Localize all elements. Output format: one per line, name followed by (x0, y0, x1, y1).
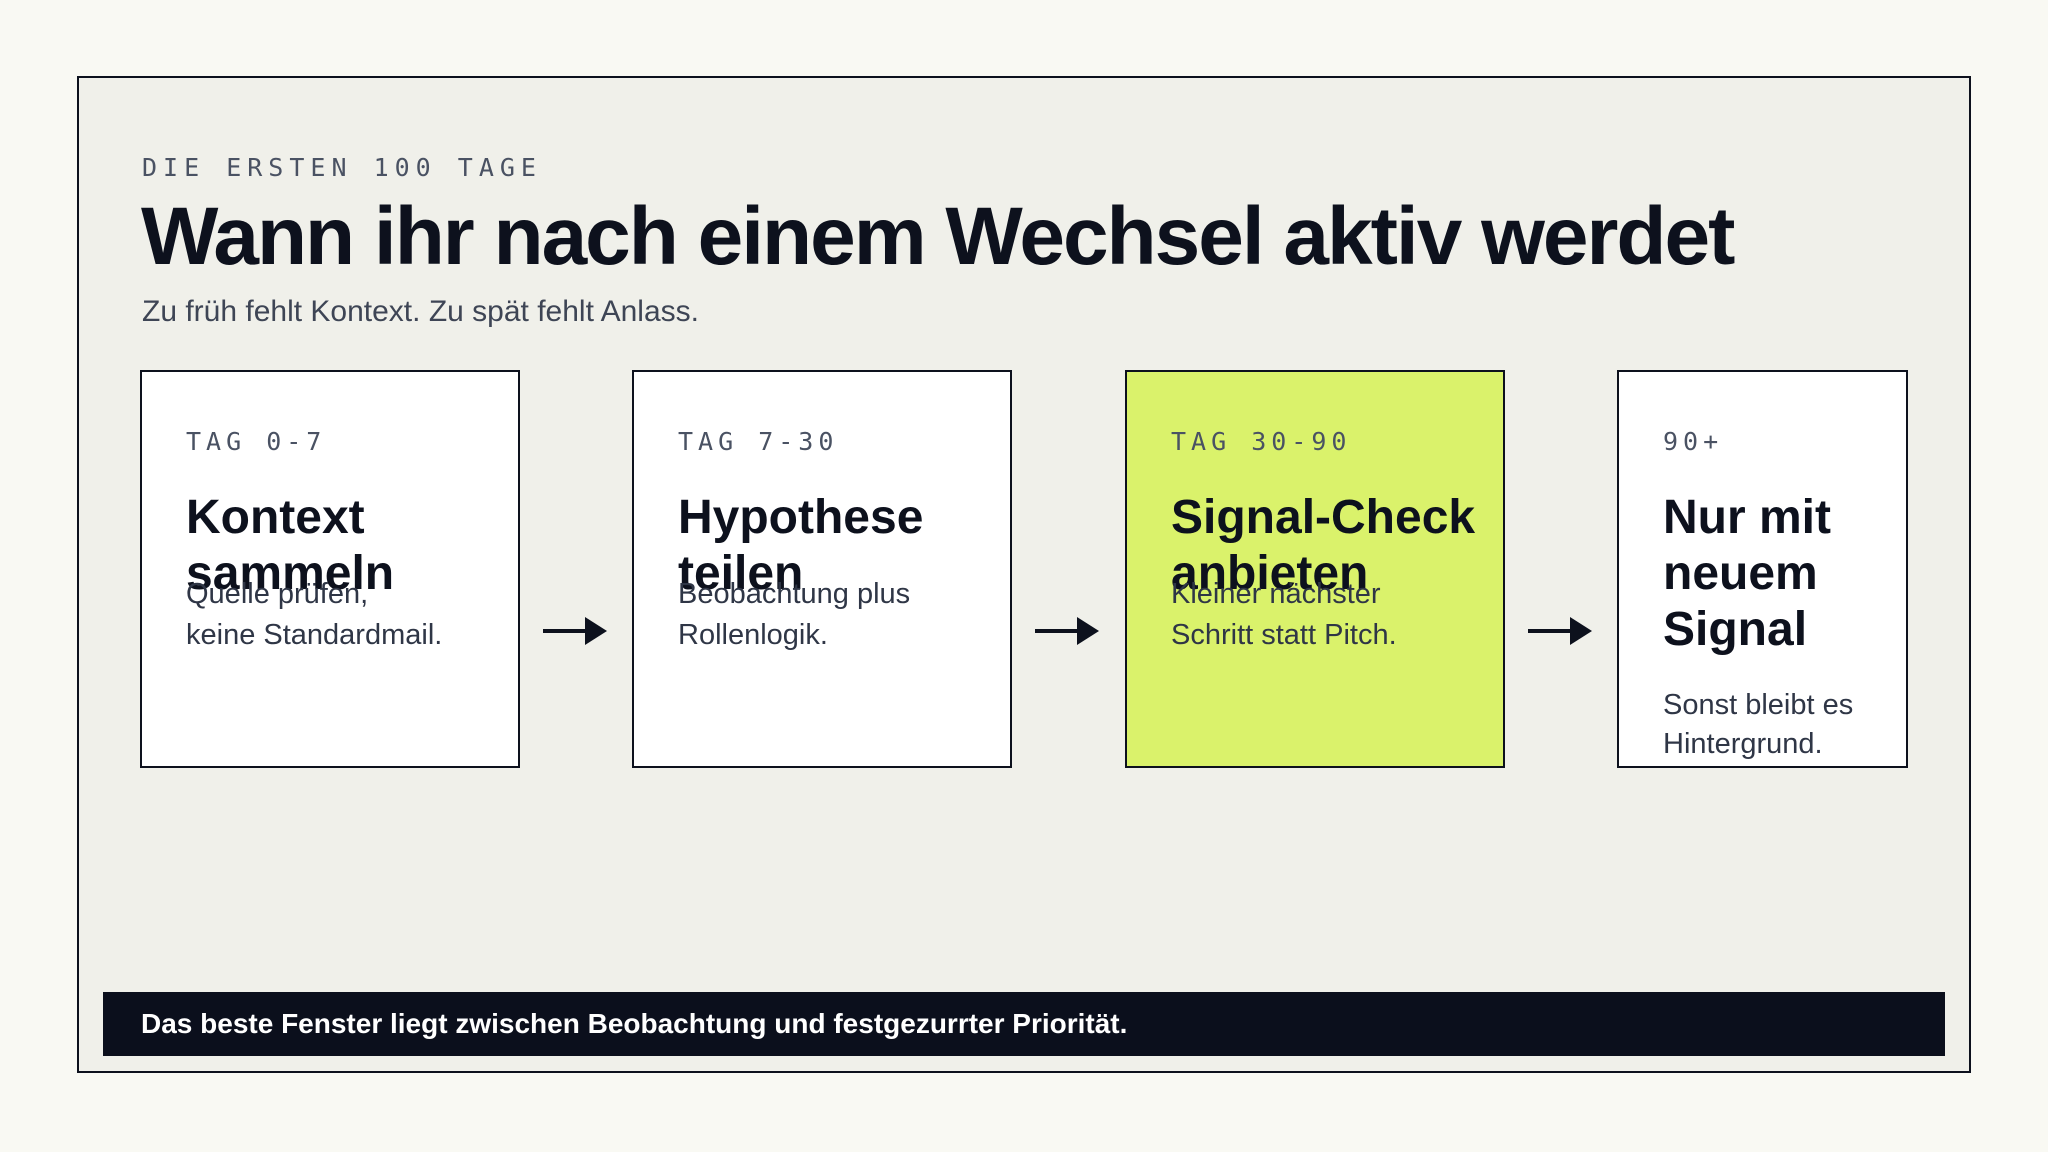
footer-text: Das beste Fenster liegt zwischen Beobach… (141, 1008, 1128, 1039)
arrow-right-icon (1528, 617, 1592, 645)
step-card-label: TAG 0-7 (186, 427, 327, 456)
step-card-title: Signal-Check anbieten (1171, 491, 1476, 600)
step-card-description: Kleiner nächster Schritt statt Pitch. (1171, 578, 1397, 651)
step-card-tag-30-90: TAG 30-90 Signal-Check anbieten Kleiner … (1125, 370, 1505, 768)
step-card-label: 90+ (1663, 427, 1724, 456)
page-title: Wann ihr nach einem Wechsel aktiv werdet (141, 191, 1735, 282)
step-card-title: Nur mit neuem Signal (1663, 491, 1831, 656)
step-card-title: Hypothese teilen (678, 491, 924, 600)
step-card-tag-0-7: TAG 0-7 Kontext sammeln Quelle prüfen, k… (140, 370, 520, 768)
eyebrow-label: DIE ERSTEN 100 TAGE (142, 153, 542, 182)
step-card-title: Kontext sammeln (186, 491, 395, 600)
page-subtitle: Zu früh fehlt Kontext. Zu spät fehlt Anl… (142, 295, 699, 328)
step-card-label: TAG 7-30 (678, 427, 839, 456)
step-card-description: Quelle prüfen, keine Standardmail. (186, 578, 443, 651)
step-card-90-plus: 90+ Nur mit neuem Signal Sonst bleibt es… (1617, 370, 1908, 768)
step-card-description: Sonst bleibt es Hintergrund. (1663, 689, 1854, 760)
arrow-right-icon (1035, 617, 1099, 645)
step-card-label: TAG 30-90 (1171, 427, 1352, 456)
arrow-right-icon (543, 617, 607, 645)
footer-bar: Das beste Fenster liegt zwischen Beobach… (103, 992, 1945, 1056)
step-card-description: Beobachtung plus Rollenlogik. (678, 578, 911, 651)
step-card-tag-7-30: TAG 7-30 Hypothese teilen Beobachtung pl… (632, 370, 1012, 768)
